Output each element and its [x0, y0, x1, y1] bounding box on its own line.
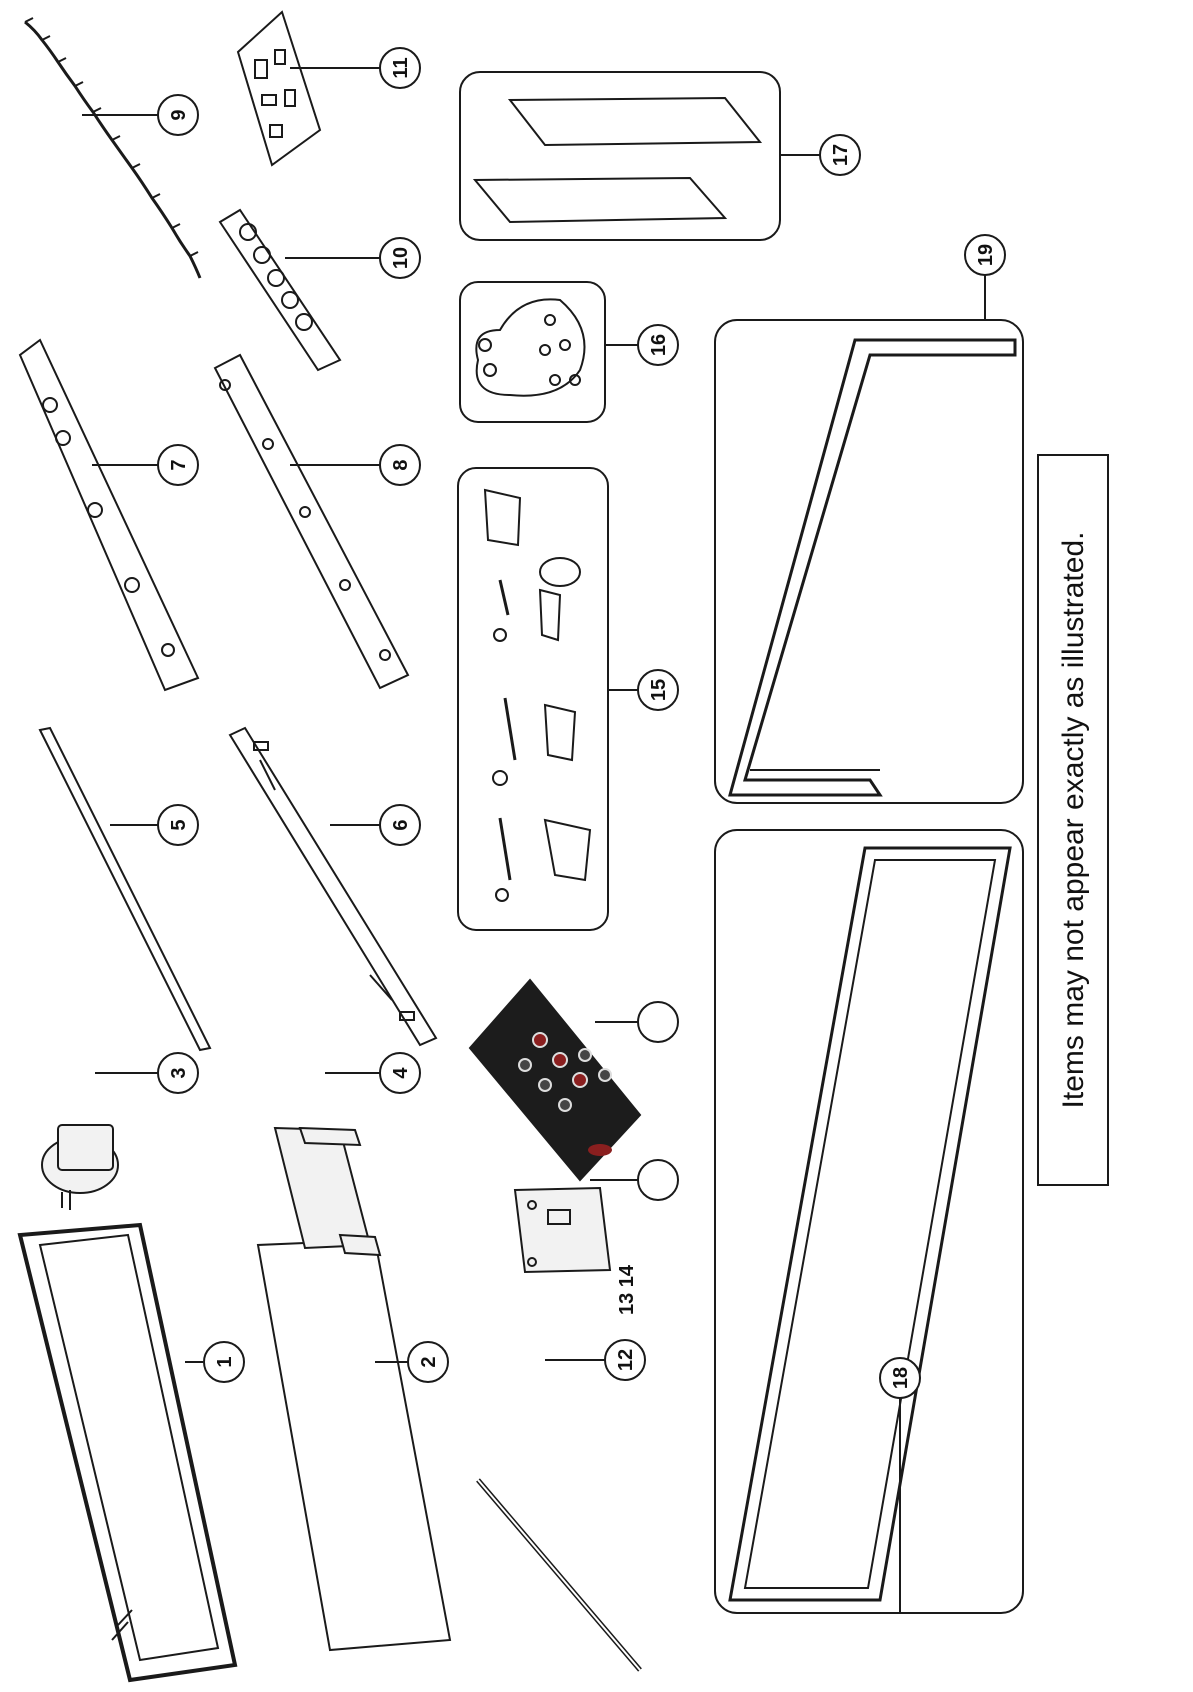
- callout-9: 9: [168, 109, 190, 120]
- part-back-panel: [256, 1238, 452, 1652]
- part-side-panels: [459, 71, 781, 241]
- callout-5: 5: [168, 819, 190, 830]
- callout-10: 10: [390, 247, 412, 269]
- part-hardware-kit: [457, 467, 609, 931]
- callout-12: 12: [615, 1349, 637, 1371]
- callout-15: 15: [648, 679, 670, 701]
- part-heater-unit: [273, 1126, 382, 1257]
- callout-4: 4: [390, 1067, 412, 1079]
- part-front-frame: [714, 829, 1024, 1614]
- disclaimer-box: Items may not appear exactly as illustra…: [1037, 454, 1109, 1186]
- part-u-frame: [714, 319, 1024, 804]
- callout-circles: [157, 47, 1006, 1399]
- part-circuit-board: [236, 10, 322, 167]
- callout-1: 1: [214, 1356, 236, 1367]
- part-led-bar: [218, 208, 342, 372]
- disclaimer-text: Items may not appear exactly as illustra…: [1057, 532, 1090, 1109]
- callout-16: 16: [648, 334, 670, 356]
- leader-lines: [82, 67, 986, 1612]
- part-spiral-rod: [24, 17, 202, 279]
- callout-6: 6: [390, 819, 412, 830]
- stray-label-13-14: 13 14: [616, 1264, 638, 1315]
- callout-8: 8: [390, 459, 412, 470]
- part-slotted-rail: [228, 726, 438, 1047]
- callout-2: 2: [418, 1356, 440, 1367]
- callout-11: 11: [390, 57, 412, 78]
- callout-18: 18: [890, 1367, 912, 1389]
- callout-7: 7: [168, 459, 190, 470]
- part-motor: [41, 1124, 119, 1210]
- callout-19: 19: [975, 244, 997, 266]
- part-screw-bag: [459, 281, 606, 423]
- part-bracket-tabs: [18, 338, 200, 692]
- part-glass-panel: [17, 1222, 238, 1683]
- part-thin-rail: [38, 726, 212, 1052]
- part-bracket-holes: [213, 353, 410, 690]
- callout-3: 3: [168, 1067, 190, 1078]
- part-remote-control: [468, 978, 642, 1182]
- part-thin-rod: [476, 1478, 642, 1672]
- part-mounting-plate: [513, 1186, 612, 1274]
- callout-17: 17: [830, 144, 852, 166]
